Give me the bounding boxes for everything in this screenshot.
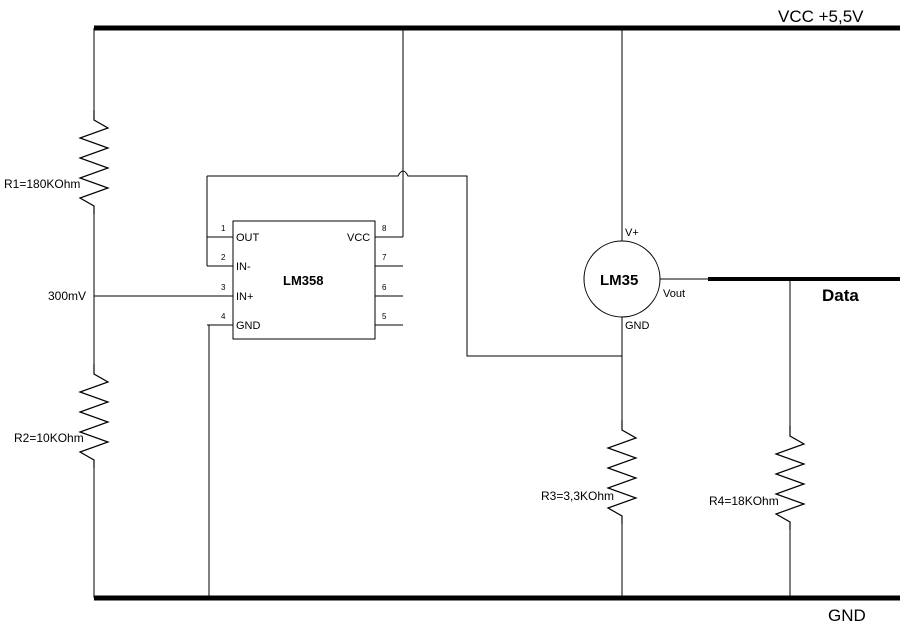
lm35-vout-label: Vout xyxy=(663,288,685,300)
resistor-r4 xyxy=(774,426,806,530)
resistor-r2 xyxy=(78,364,110,468)
pin5-number: 5 xyxy=(382,312,387,321)
pin6-number: 6 xyxy=(382,283,387,292)
data-label: Data xyxy=(822,286,859,305)
pin-gnd-label: GND xyxy=(236,320,261,332)
divider-voltage-label: 300mV xyxy=(48,289,86,303)
r1-label: R1=180KOhm xyxy=(4,177,80,191)
lm358-chip xyxy=(232,220,376,340)
gnd-rail-label: GND xyxy=(828,606,866,625)
pin-in-plus-label: IN+ xyxy=(236,291,253,303)
resistor-r3 xyxy=(606,420,638,524)
pin3-number: 3 xyxy=(221,283,226,292)
chip-gnd-wire xyxy=(208,324,233,598)
r4-label: R4=18KOhm xyxy=(709,494,779,508)
lm35-vplus-label: V+ xyxy=(625,227,639,239)
lm35-name: LM35 xyxy=(600,272,638,289)
vcc-rail-label: VCC +5,5V xyxy=(778,7,864,26)
lm35-gnd-label: GND xyxy=(625,320,650,332)
pin1-number: 1 xyxy=(221,224,226,233)
pin7-number: 7 xyxy=(382,253,387,262)
pin4-number: 4 xyxy=(221,312,226,321)
output-wire xyxy=(207,170,622,357)
r2-label: R2=10KOhm xyxy=(14,431,84,445)
pin2-number: 2 xyxy=(221,253,226,262)
r3-label: R3=3,3KOhm xyxy=(541,489,614,503)
resistor-r1 xyxy=(78,110,110,214)
lm358-name: LM358 xyxy=(283,273,323,288)
pin-in-minus-label: IN- xyxy=(236,261,251,273)
pin-out-label: OUT xyxy=(236,232,260,244)
pin-vcc-label: VCC xyxy=(347,232,370,244)
pin8-number: 8 xyxy=(382,224,387,233)
